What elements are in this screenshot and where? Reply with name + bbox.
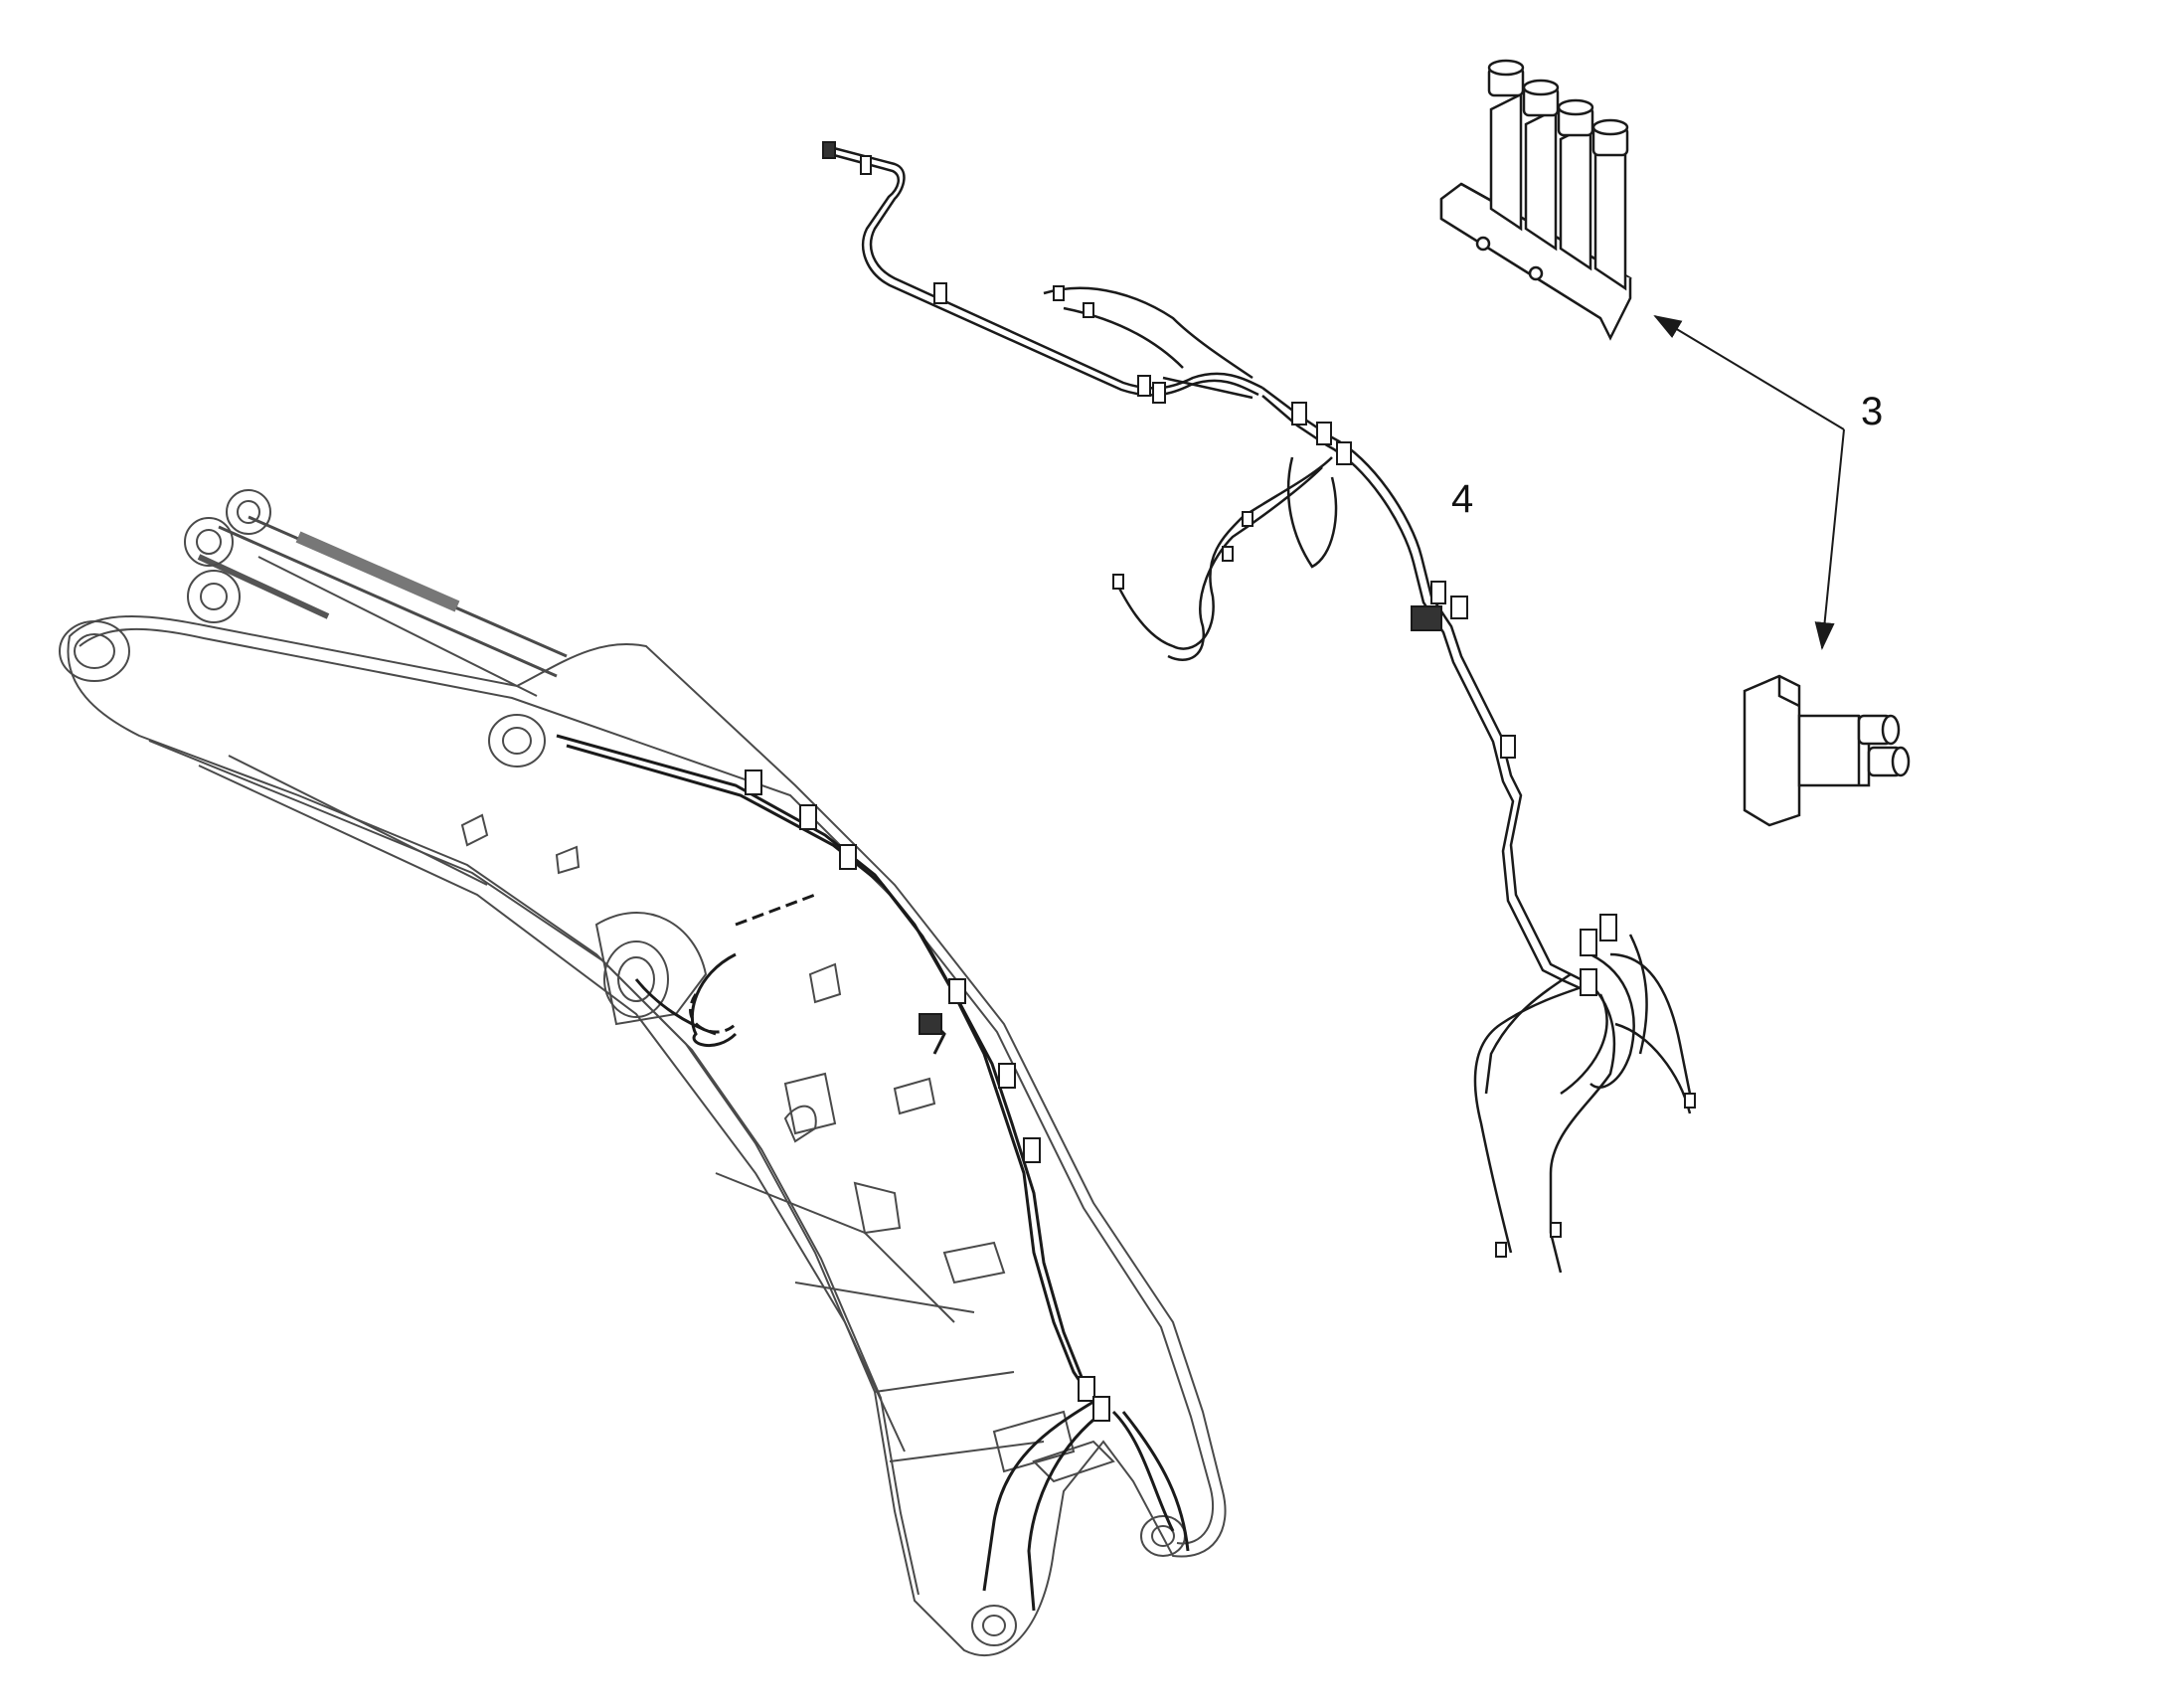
callout-leaders: [1653, 314, 1845, 650]
wire-harness: [829, 145, 1692, 1274]
valve-block-lower: [1743, 674, 1911, 827]
harness-connectors: [822, 141, 1696, 1258]
valve-block-top: [1439, 59, 1632, 341]
boom-assembly: [59, 489, 1227, 1656]
callout-label-3: 3: [1861, 390, 1884, 433]
leader-3-to-lower-valve: [1814, 428, 1845, 650]
boom-line-clamps: [745, 769, 1110, 1422]
callout-label-4: 4: [1451, 477, 1474, 521]
boom-hydraulic-lines: [556, 734, 1190, 1612]
leader-3-to-top-valve: [1653, 314, 1845, 430]
